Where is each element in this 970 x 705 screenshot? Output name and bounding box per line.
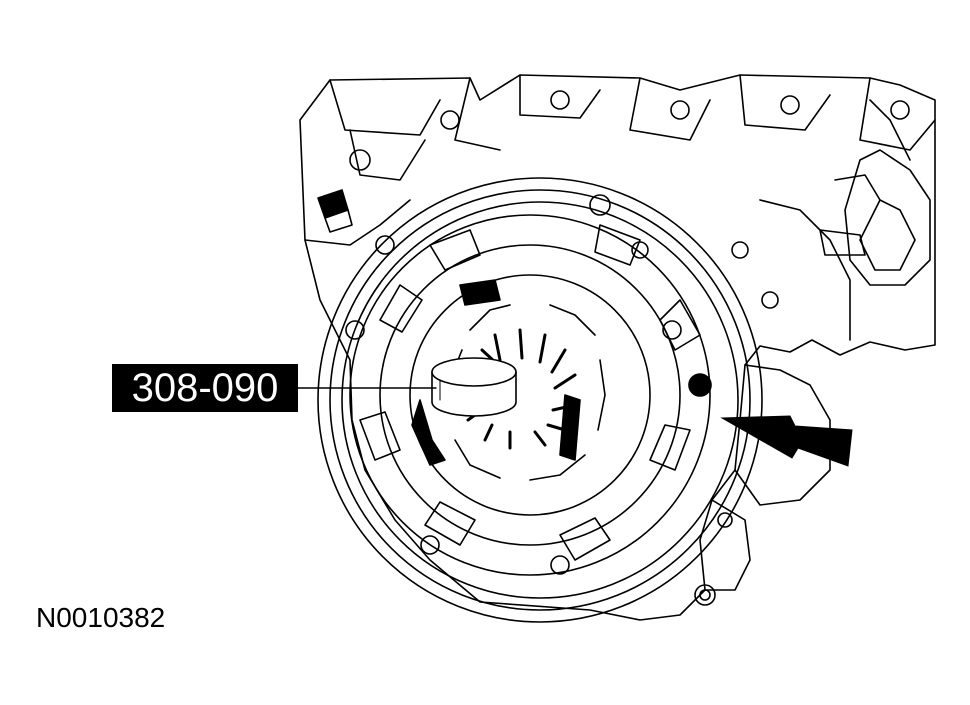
- engine-block: [299, 74, 936, 621]
- tool-callout-label: 308-090: [112, 364, 298, 412]
- flywheel: [317, 177, 763, 623]
- alignment-tool-308-090: [431, 357, 517, 417]
- direction-arrow: [720, 415, 853, 467]
- sensor-connector: [317, 189, 353, 233]
- pressure-plate: [345, 194, 712, 576]
- figure-id: N0010382: [36, 602, 166, 633]
